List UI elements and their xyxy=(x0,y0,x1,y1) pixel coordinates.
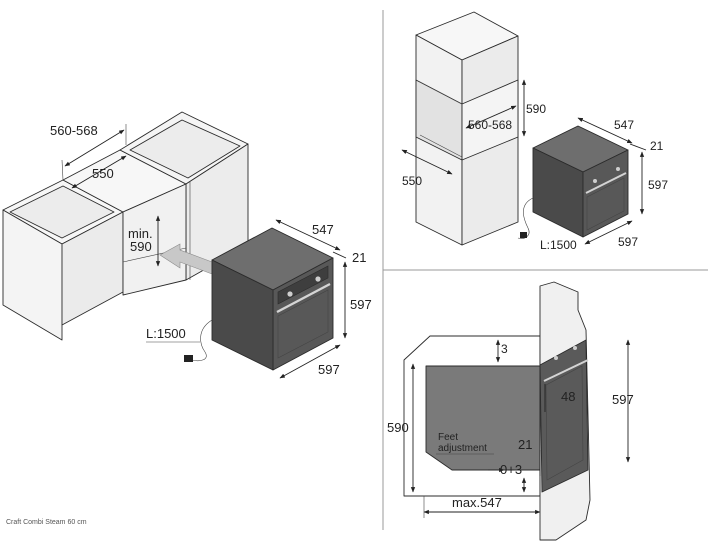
tr-dim-front-label: 21 xyxy=(650,139,664,153)
dim-line-front xyxy=(332,251,347,259)
br-dim-niche-height-label: 590 xyxy=(387,420,409,435)
oven-top-right xyxy=(517,125,629,239)
tr-dim-line-oven-depth xyxy=(577,117,633,144)
feet-range-label: 0+3 xyxy=(500,462,522,477)
dim-min-value: 590 xyxy=(130,239,152,254)
bottom-right-panel: 3 590 597 48 21 Feet adjustment 0+3 max.… xyxy=(387,281,634,541)
left-panel: 560-568 550 min. 590 547 21 597 597 L:15… xyxy=(2,111,372,379)
dim-width-range-label: 560-568 xyxy=(50,123,98,138)
base-cabinets xyxy=(2,111,249,341)
tr-dim-oven-height-label: 597 xyxy=(648,178,668,192)
feet-label-1: Feet xyxy=(438,432,458,443)
oven-left-cable xyxy=(191,319,213,362)
tr-oven-cable xyxy=(517,197,534,239)
dim-inner-label: 550 xyxy=(92,166,114,181)
tr-dim-depth-label: 550 xyxy=(402,174,422,188)
tr-dim-oven-depth-label: 547 xyxy=(614,118,634,132)
br-dim-door-gap-label: 48 xyxy=(561,389,575,404)
dim-oven-width-label: 597 xyxy=(318,362,340,377)
tr-dim-oven-width-label: 597 xyxy=(618,235,638,249)
niche-opening xyxy=(122,183,187,296)
dim-oven-height-label: 597 xyxy=(350,297,372,312)
tr-oven-knob-1 xyxy=(593,179,597,183)
cabinet-left-inner xyxy=(9,185,115,239)
br-dim-top-gap-label: 3 xyxy=(501,342,508,356)
br-dim-front-label: 21 xyxy=(518,437,532,452)
tr-oven-knob-2 xyxy=(616,167,620,171)
tr-dim-niche-height-label: 590 xyxy=(526,102,546,116)
dim-oven-depth-label: 547 xyxy=(312,222,334,237)
feet-label-2: adjustment xyxy=(438,443,487,454)
oven-left-side xyxy=(211,259,274,371)
niche-oven-handle xyxy=(543,359,589,382)
tr-dim-line-oven-width xyxy=(584,220,633,245)
oven-left-knob-2 xyxy=(315,276,321,282)
niche-oven-glass xyxy=(545,365,584,481)
tr-dim-line-depth xyxy=(401,149,453,175)
tr-oven-handle xyxy=(585,172,627,194)
tr-oven-glass xyxy=(586,177,625,231)
oven-left-knob-1 xyxy=(287,291,293,297)
br-dim-oven-height-label: 597 xyxy=(612,392,634,407)
tr-dim-width-range-label: 560-568 xyxy=(468,118,512,132)
cabinet-right-inner xyxy=(129,119,241,179)
br-dim-max-depth-label: max.547 xyxy=(452,495,502,510)
cable-length-label: L:1500 xyxy=(146,326,186,341)
caption: Craft Combi Steam 60 cm xyxy=(6,519,87,526)
dim-min-label: min. xyxy=(128,226,153,241)
dim-line-inner xyxy=(71,155,127,189)
plug-icon xyxy=(184,355,193,362)
tr-plug-icon xyxy=(520,232,527,238)
niche-oven-knob-2 xyxy=(573,346,577,350)
oven-left-glass xyxy=(277,289,329,359)
dim-line-oven-depth xyxy=(275,219,341,251)
dim-front-label: 21 xyxy=(352,250,366,265)
tr-oven-front xyxy=(582,149,629,238)
tall-cabinet xyxy=(415,11,519,246)
top-right-panel: 590 560-568 550 547 21 597 597 L:1500 xyxy=(401,11,668,252)
insertion-arrow xyxy=(159,243,213,275)
niche-oven-knob-1 xyxy=(554,356,558,360)
dim-line-oven-width xyxy=(279,344,341,379)
tr-dim-line-width-range xyxy=(465,105,517,129)
oven-left-handle xyxy=(276,282,331,314)
niche-oven-body xyxy=(425,365,541,471)
tr-cable-length-label: L:1500 xyxy=(540,238,577,252)
